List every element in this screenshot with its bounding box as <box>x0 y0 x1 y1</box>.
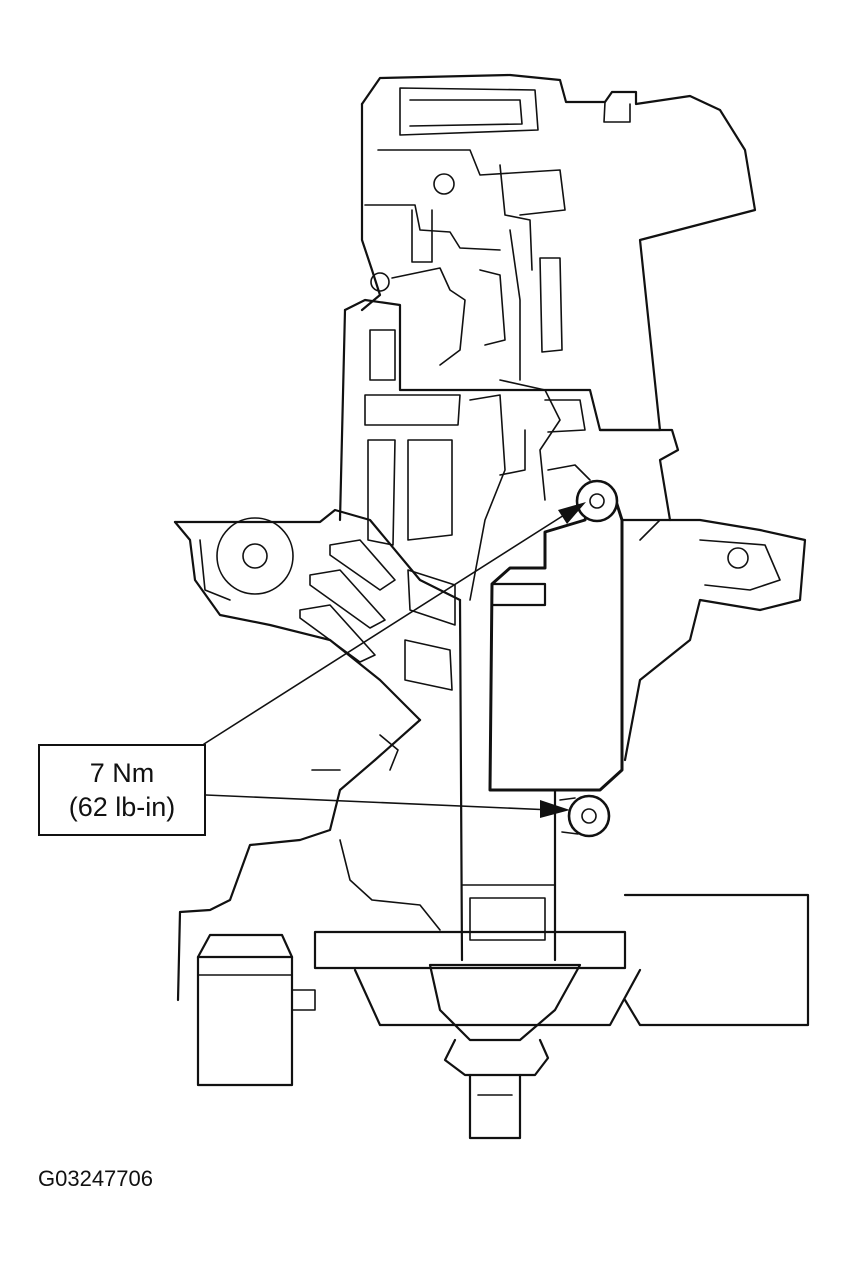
torque-value: 7 Nm <box>89 758 155 788</box>
figure-id: G03247706 <box>38 1166 153 1191</box>
torque-value-imperial: (62 lb-in) <box>68 792 176 822</box>
upper-housing <box>360 73 757 432</box>
left-bracket <box>173 508 462 722</box>
arrow-to-lower-bolt <box>540 800 570 818</box>
bottom-flange <box>313 893 810 1140</box>
column-body <box>338 298 680 601</box>
right-bracket <box>618 518 807 762</box>
upper-bolt <box>575 479 619 523</box>
side-connector <box>196 933 316 1087</box>
torque-callout: 7 Nm (62 lb-in) <box>38 744 206 836</box>
lower-bolt <box>559 794 611 838</box>
arrow-to-upper-bolt <box>558 502 586 524</box>
leader-lines <box>203 502 586 818</box>
